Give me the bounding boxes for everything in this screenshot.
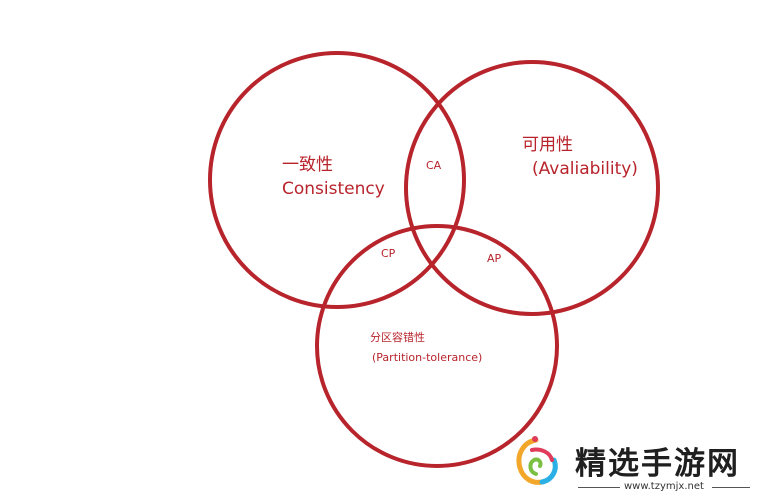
availability-label-en: (Avaliability) bbox=[532, 159, 638, 179]
circle-consistency bbox=[208, 51, 466, 309]
consistency-label-en: Consistency bbox=[282, 179, 385, 199]
circle-partition bbox=[315, 224, 559, 468]
intersection-ca-label: CA bbox=[426, 159, 442, 172]
partition-label-zh: 分区容错性 bbox=[370, 331, 425, 344]
watermark-logo-icon bbox=[516, 436, 558, 485]
partition-label-en: (Partition-tolerance) bbox=[372, 351, 483, 364]
watermark-url: www.tzymjx.net bbox=[624, 481, 704, 492]
circle-availability bbox=[404, 60, 660, 316]
watermark-site-name: 精选手游网 bbox=[575, 446, 740, 482]
availability-label-zh: 可用性 bbox=[522, 135, 573, 155]
watermark-left-rule bbox=[578, 487, 620, 488]
intersection-cp-label: CP bbox=[381, 247, 396, 260]
watermark-right-rule bbox=[712, 487, 750, 488]
intersection-ap-label: AP bbox=[487, 252, 502, 265]
consistency-label-zh: 一致性 bbox=[282, 155, 333, 175]
